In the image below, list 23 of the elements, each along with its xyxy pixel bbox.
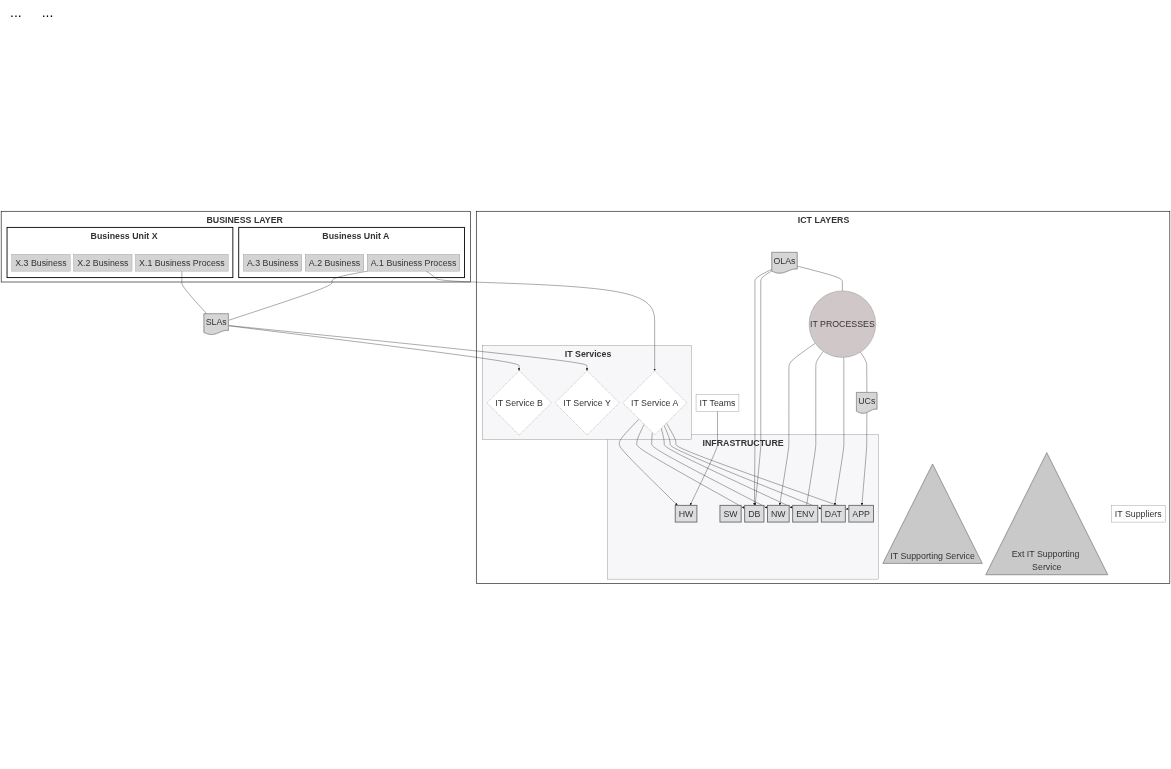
node-box: A.3 Business [243, 254, 302, 272]
node-box: IT Suppliers [1111, 505, 1166, 523]
node-box: DAT [820, 504, 846, 523]
node-diamond: IT Service Y [554, 370, 620, 436]
node-box: IT Teams [695, 394, 740, 412]
ellipsis-label: ... [10, 4, 22, 20]
node-box: X.2 Business [73, 254, 133, 272]
node-box: X.3 Business [11, 254, 71, 272]
node-box: ENV [792, 504, 819, 523]
node-box: APP [848, 504, 874, 523]
node-box: NW [767, 504, 790, 523]
connector [181, 270, 207, 314]
node-box: A.1 Business Process [367, 254, 460, 272]
node-box: DB [744, 504, 765, 523]
node-box: A.2 Business [305, 254, 364, 272]
node-diamond: IT Service B [486, 370, 552, 436]
node-diamond: IT Service A [622, 370, 687, 435]
node-circle: IT PROCESSES [808, 290, 876, 358]
ellipsis-label: ... [41, 4, 54, 20]
node-box: HW [674, 504, 698, 523]
connector [228, 270, 368, 321]
node-box: X.1 Business Process [135, 254, 229, 272]
node-box: SW [719, 504, 742, 523]
